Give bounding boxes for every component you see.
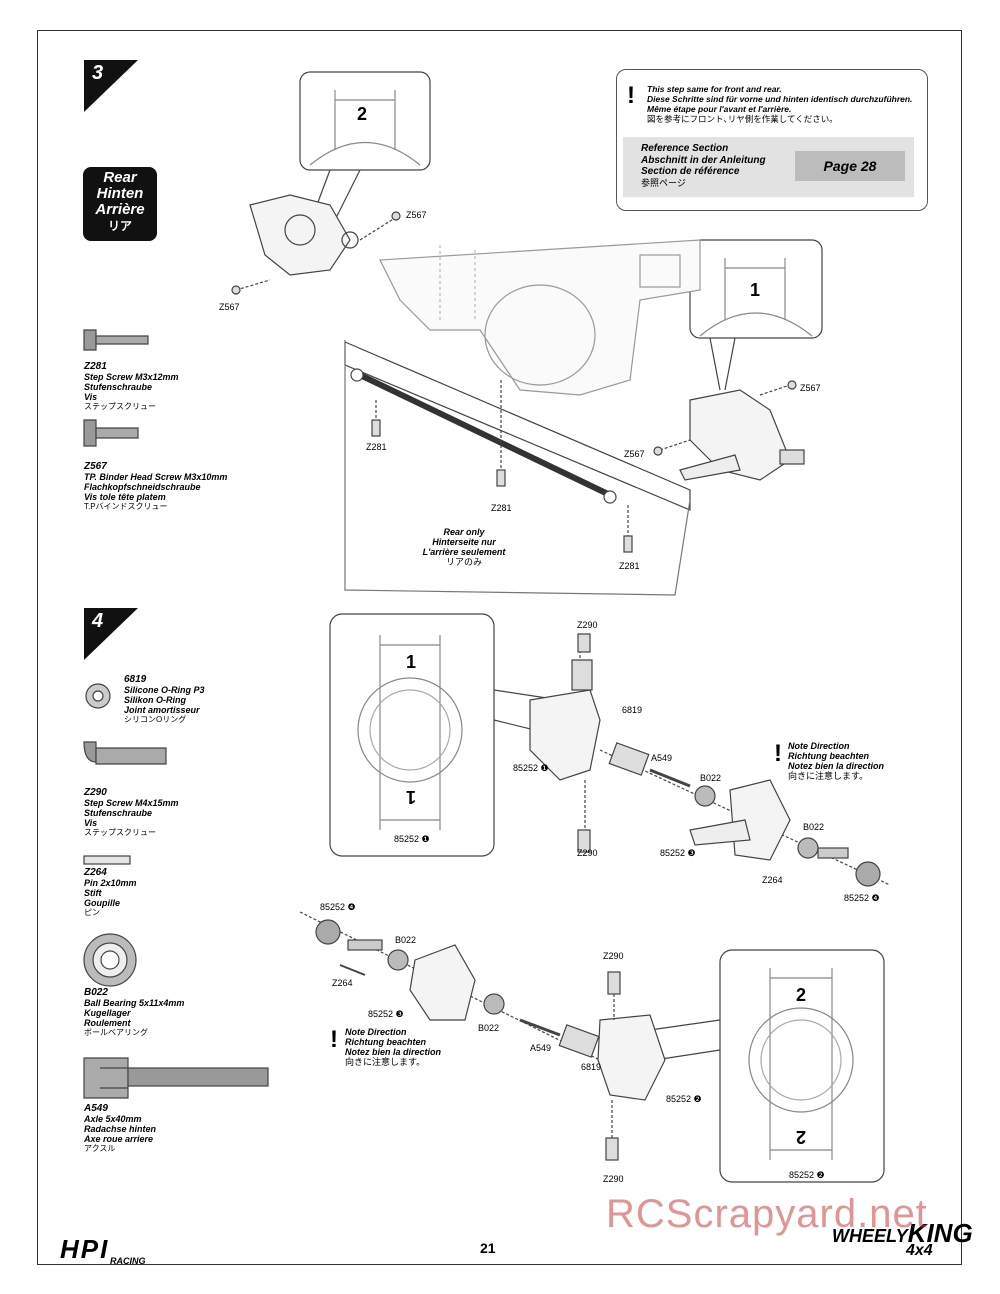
part-z281: Z281 Step Screw M3x12mm Stufenschraube V… [84, 361, 179, 412]
label-z264-b: Z264 [332, 978, 353, 988]
label-z290-a: Z290 [577, 620, 598, 630]
warning-icon: ! [330, 1026, 338, 1053]
label-85252-2b: 85252 ❷ [789, 1170, 825, 1180]
reference-section: Reference Section Abschnitt in der Anlei… [623, 137, 914, 197]
label-a549-b: A549 [530, 1043, 552, 1053]
label-b022-a: B022 [700, 773, 722, 783]
label-85252-4a: 85252 ❹ [844, 893, 880, 903]
wheely-king-logo: WHEELYKING 4x4 [832, 1218, 973, 1259]
note-direction-lower: Note Direction Richtung beachten Notez b… [345, 1027, 442, 1067]
label-z290-c: Z290 [603, 951, 624, 961]
watermark: RCScrapyard.net [606, 1192, 928, 1236]
label-a549-a: A549 [651, 753, 673, 763]
label-z567-d: Z567 [624, 449, 645, 459]
label-z567-a: Z567 [406, 210, 427, 220]
reference-box: ! This step same for front and rear. Die… [616, 69, 928, 211]
part-z290: Z290 Step Screw M4x15mm Stufenschraube V… [84, 787, 179, 838]
page-frame [37, 30, 962, 1265]
label-85252-1: 85252 ❶ [394, 834, 430, 844]
label-b022-c: B022 [395, 935, 417, 945]
label-z281-a: Z281 [366, 442, 387, 452]
part-b022: B022 Ball Bearing 5x11x4mm Kugellager Ro… [84, 987, 185, 1038]
step4-callout-2-top: 2 [796, 985, 807, 1005]
page-number: 21 [480, 1240, 496, 1256]
warning-icon: ! [627, 82, 635, 109]
callout-box-2 [299, 71, 431, 171]
label-b022-d: B022 [478, 1023, 500, 1033]
label-85252-2a: 85252 ❷ [666, 1094, 702, 1104]
step-4-badge: 4 [84, 608, 138, 660]
label-85252-3a: 85252 ❸ [660, 848, 696, 858]
step4-callout-box-2 [719, 949, 885, 1183]
warning-icon: ! [774, 740, 782, 767]
reference-page: Page 28 [795, 151, 905, 181]
label-85252-1b: 85252 ❶ [513, 763, 549, 773]
step4-callout-1-top: 1 [406, 652, 417, 672]
label-z264-a: Z264 [762, 875, 783, 885]
part-z264: Z264 Pin 2x10mm Stift Goupille ピン [84, 867, 137, 918]
step-3-badge: 3 [84, 60, 138, 112]
callout-1-number: 1 [750, 280, 761, 300]
label-6819-b: 6819 [581, 1062, 602, 1072]
label-z290-b: Z290 [577, 848, 598, 858]
rear-only-label: Rear only Hinterseite nur L'arrière seul… [422, 527, 506, 567]
label-z567-b: Z567 [219, 302, 240, 312]
step4-callout-1-bottom: 1 [406, 787, 417, 807]
label-z281-b: Z281 [491, 503, 512, 513]
note-direction-upper: Note Direction Richtung beachten Notez b… [788, 741, 885, 781]
label-z290-d: Z290 [603, 1174, 624, 1184]
part-6819: 6819 Silicone O-Ring P3 Silikon O-Ring J… [124, 674, 205, 725]
label-b022-b: B022 [803, 822, 825, 832]
label-6819-a: 6819 [622, 705, 643, 715]
label-85252-4b: 85252 ❹ [320, 902, 356, 912]
part-a549: A549 Axle 5x40mm Radachse hinten Axe rou… [84, 1103, 157, 1154]
step4-callout-box-1 [329, 613, 495, 857]
rear-badge: Rear Hinten Arrière リア [83, 167, 157, 241]
callout-2-number: 2 [357, 104, 368, 124]
same-step-note: This step same for front and rear. Diese… [647, 84, 913, 124]
label-z567-c: Z567 [800, 383, 821, 393]
step4-callout-2-bottom: 2 [796, 1127, 807, 1147]
part-z567: Z567 TP. Binder Head Screw M3x10mm Flach… [84, 461, 228, 512]
label-85252-3b: 85252 ❸ [368, 1009, 404, 1019]
label-z281-c: Z281 [619, 561, 640, 571]
